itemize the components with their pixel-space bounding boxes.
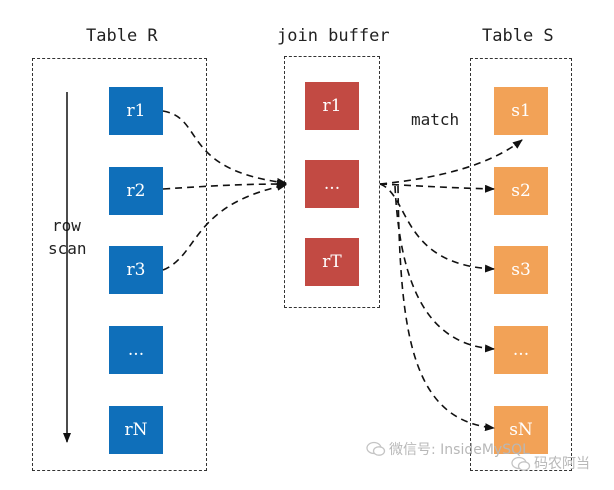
table-r-row-1: r1 (109, 87, 163, 135)
arrow-r2-to-buffer (162, 180, 287, 190)
arrow-buffer-to-sn (397, 185, 495, 432)
wechat-icon-small (511, 456, 531, 471)
match-label: match (411, 110, 460, 129)
join-buffer-row-t: rT (305, 238, 359, 286)
wechat-icon (366, 441, 386, 456)
table-s-row-2: s2 (494, 167, 548, 215)
table-r-row-ellipsis: ... (109, 326, 163, 374)
join-buffer-row-ellipsis: ... (305, 160, 359, 208)
watermark-author: 码农阿当 (534, 456, 590, 472)
arrow-buffer-to-s3 (379, 183, 495, 273)
table-s-row-ellipsis: ... (494, 326, 548, 374)
table-r-row-2: r2 (109, 167, 163, 215)
arrow-buffer-to-s1 (379, 139, 523, 185)
arrow-buffer-to-s2 (379, 183, 495, 193)
arrow-r1-to-buffer (162, 110, 287, 186)
watermark-wechat-id: 微信号: InsideMySQL (389, 442, 530, 458)
table-s-row-3: s3 (494, 246, 548, 294)
join-buffer-row-1: r1 (305, 82, 359, 130)
table-s-row-1: s1 (494, 87, 548, 135)
table-r-row-n: rN (109, 406, 163, 454)
join-buffer-title: join buffer (277, 26, 390, 46)
table-r-row-3: r3 (109, 246, 163, 294)
arrow-r3-to-buffer (162, 182, 287, 271)
table-r-group (32, 58, 207, 471)
table-r-title: Table R (86, 26, 158, 46)
table-s-row-n: sN (494, 406, 548, 454)
table-s-group (470, 58, 572, 471)
table-s-title: Table S (482, 26, 554, 46)
